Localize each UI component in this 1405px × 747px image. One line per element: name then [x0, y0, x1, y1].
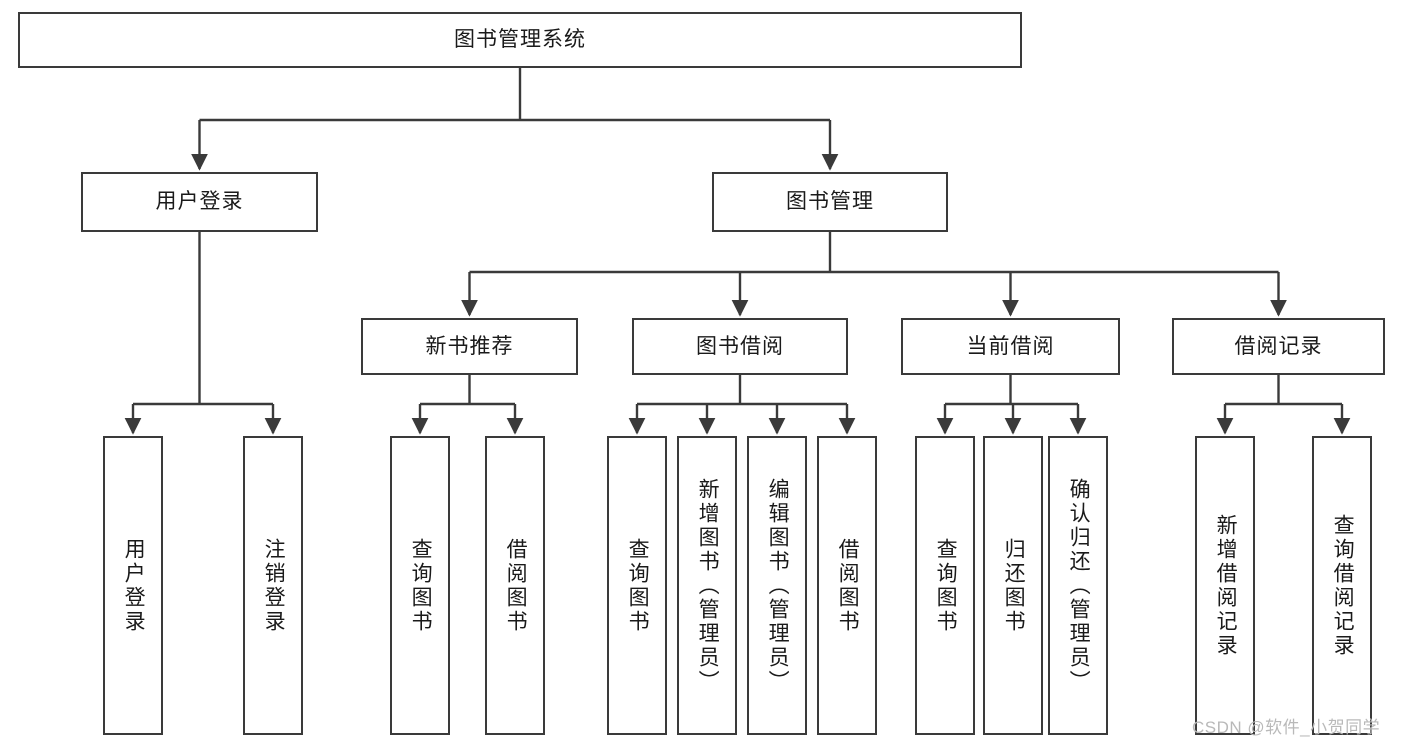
node-leaf-confirm-return: 确认归还（管理员）	[1048, 436, 1108, 735]
node-label: 注销登录	[262, 537, 286, 634]
node-leaf-borrow-book-rec: 借阅图书	[485, 436, 545, 735]
node-label: 归还图书	[1002, 537, 1026, 634]
node-book-manage: 图书管理	[712, 172, 948, 232]
node-user-login: 用户登录	[81, 172, 318, 232]
node-leaf-user-login: 用户登录	[103, 436, 163, 735]
node-leaf-add-book: 新增图书（管理员）	[677, 436, 737, 735]
node-leaf-query-book-borrow: 查询图书	[607, 436, 667, 735]
node-label: 用户登录	[122, 537, 146, 634]
node-leaf-query-record: 查询借阅记录	[1312, 436, 1372, 735]
node-label: 图书管理系统	[454, 28, 586, 52]
node-label: 借阅图书	[836, 537, 860, 634]
node-leaf-edit-book: 编辑图书（管理员）	[747, 436, 807, 735]
node-label: 图书管理	[786, 190, 874, 214]
node-label: 当前借阅	[966, 334, 1055, 358]
node-leaf-borrow-book: 借阅图书	[817, 436, 877, 735]
node-label: 借阅记录	[1234, 334, 1323, 358]
node-borrow-record: 借阅记录	[1172, 318, 1385, 375]
node-leaf-return-book: 归还图书	[983, 436, 1043, 735]
node-current-borrow: 当前借阅	[901, 318, 1120, 375]
node-label: 用户登录	[155, 190, 244, 214]
node-leaf-logout: 注销登录	[243, 436, 303, 735]
node-label: 编辑图书（管理员）	[766, 477, 790, 694]
node-label: 图书借阅	[696, 334, 784, 358]
node-root: 图书管理系统	[18, 12, 1022, 68]
node-label: 借阅图书	[504, 537, 528, 634]
node-label: 查询图书	[626, 537, 650, 634]
node-book-borrow: 图书借阅	[632, 318, 848, 375]
node-label: 新增图书（管理员）	[696, 477, 720, 694]
node-label: 查询图书	[934, 537, 958, 634]
csdn-watermark: CSDN @软件_小贺同学	[1192, 718, 1381, 737]
node-label: 查询借阅记录	[1331, 513, 1355, 658]
node-label: 确认归还（管理员）	[1067, 477, 1091, 694]
node-leaf-query-book-current: 查询图书	[915, 436, 975, 735]
node-label: 新书推荐	[425, 334, 514, 358]
node-label: 新增借阅记录	[1214, 513, 1238, 658]
node-new-book-rec: 新书推荐	[361, 318, 578, 375]
node-leaf-add-record: 新增借阅记录	[1195, 436, 1255, 735]
node-label: 查询图书	[409, 537, 433, 634]
node-leaf-query-book-rec: 查询图书	[390, 436, 450, 735]
